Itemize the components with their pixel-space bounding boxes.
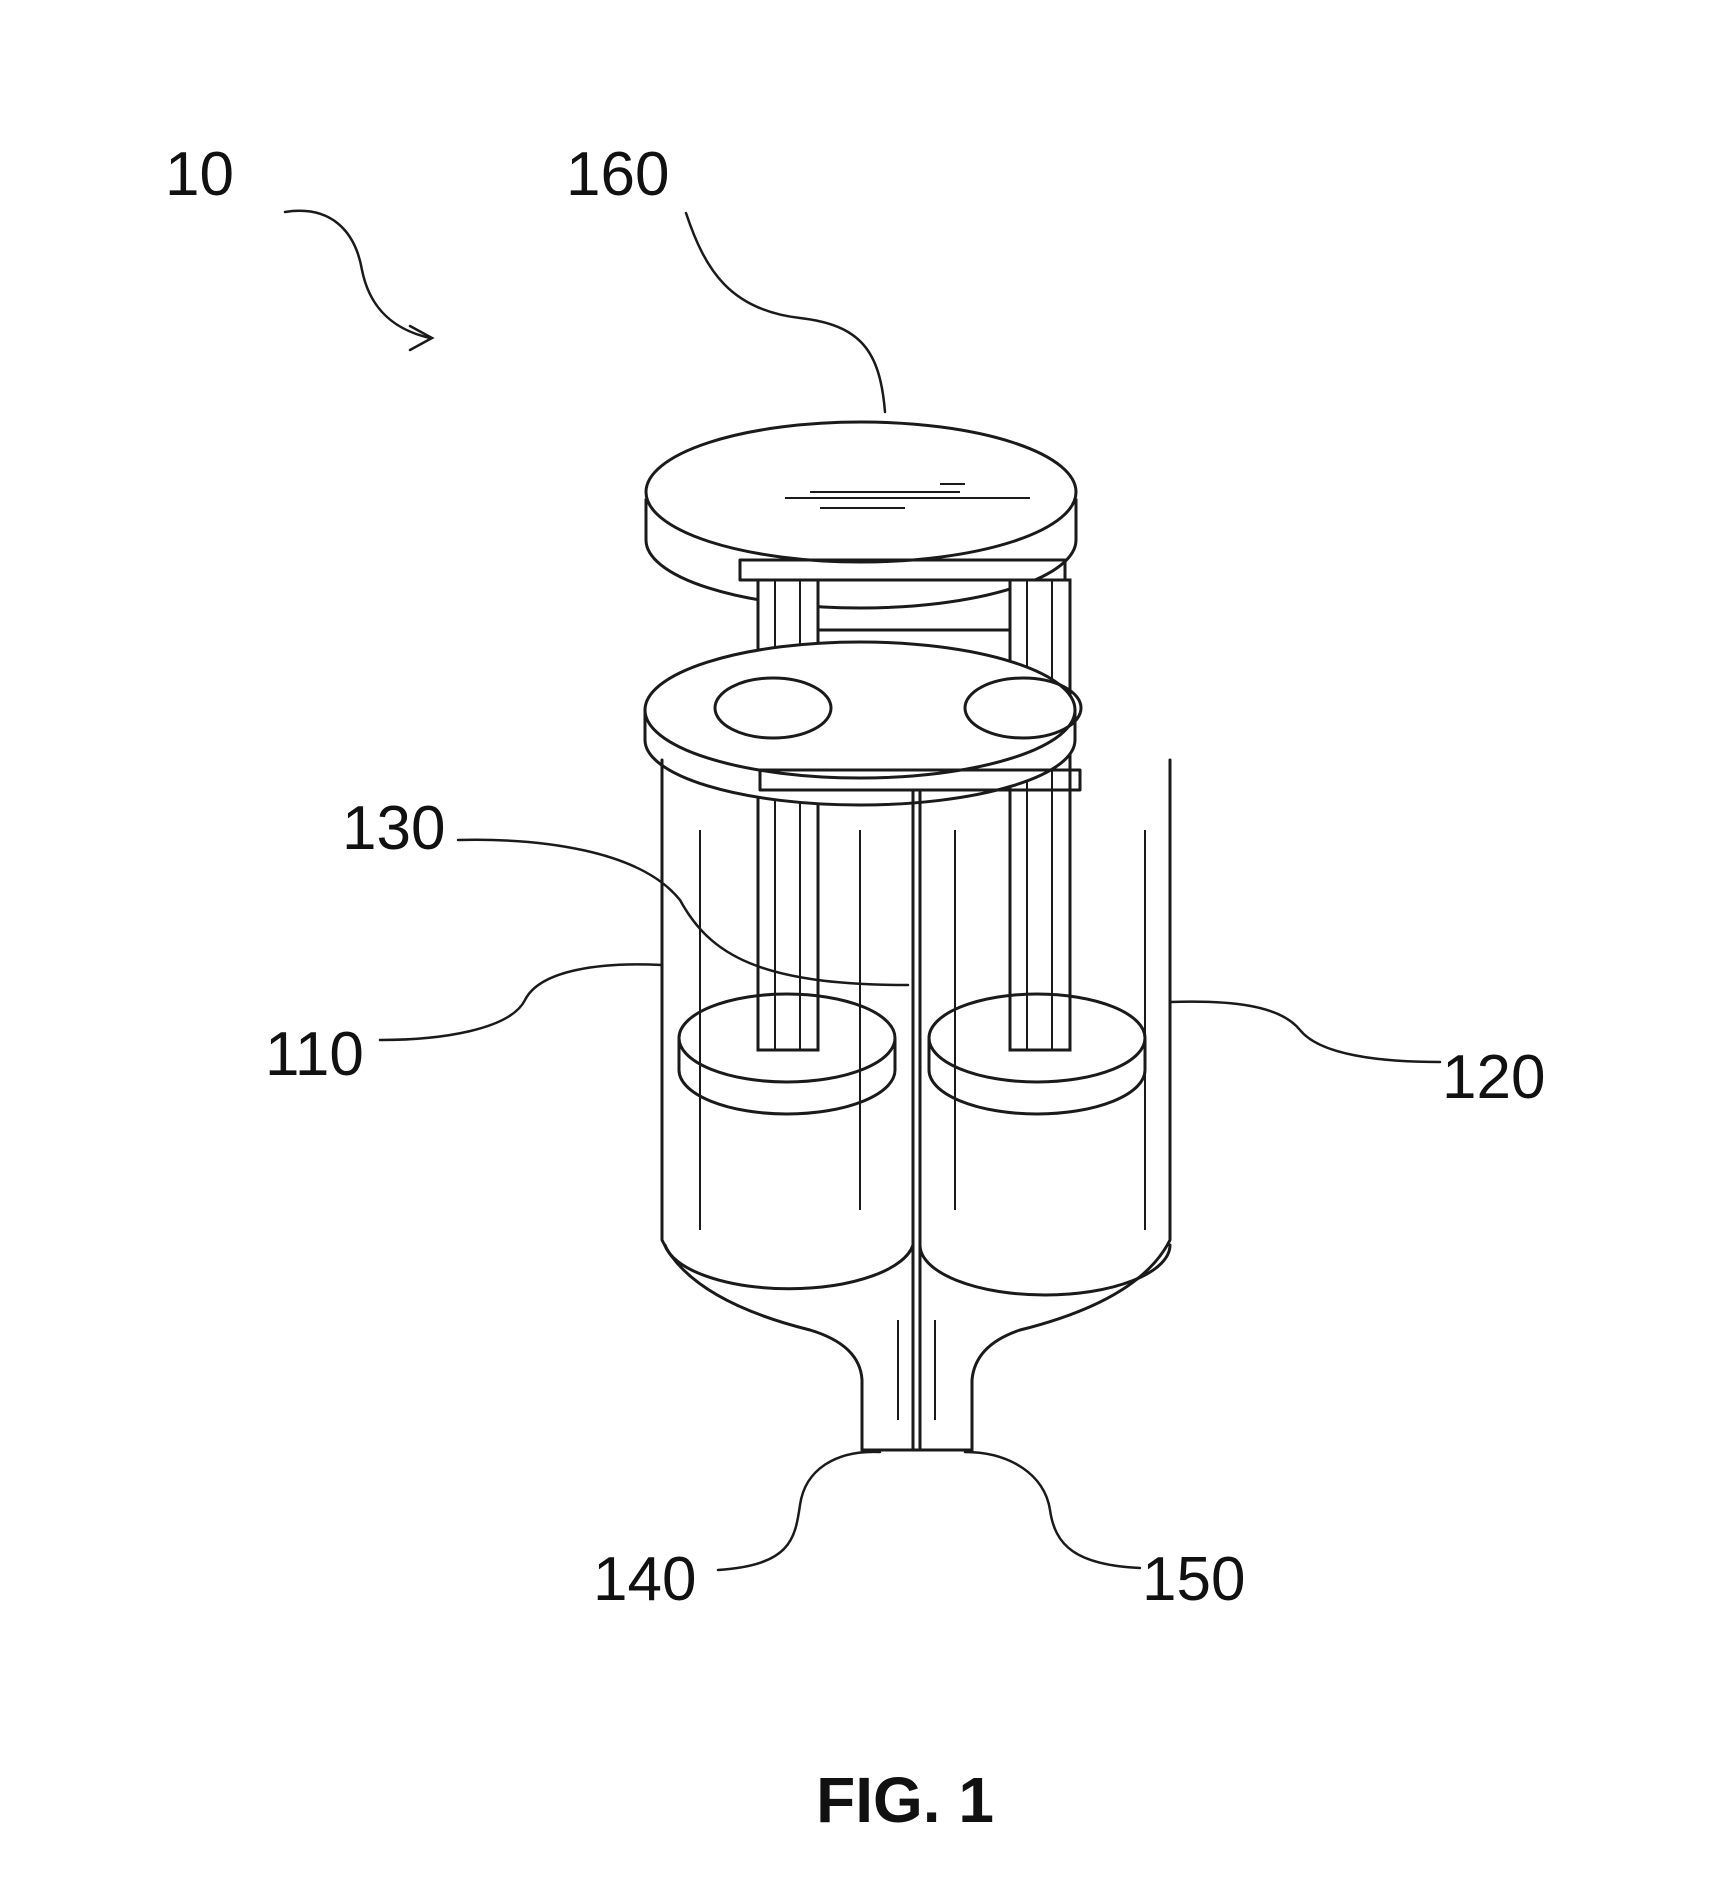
- label-divider: 130: [342, 794, 445, 863]
- figure-caption: FIG. 1: [816, 1764, 994, 1836]
- label-first-barrel: 110: [265, 1020, 364, 1089]
- label-device: 10: [165, 140, 234, 209]
- leader-lines: [285, 211, 1440, 1570]
- label-plunger-head: 160: [566, 140, 669, 209]
- label-second-outlet: 150: [1142, 1545, 1245, 1614]
- label-first-outlet: 140: [593, 1545, 696, 1614]
- barrel-flange: [645, 642, 1081, 805]
- label-second-barrel: 120: [1442, 1043, 1545, 1112]
